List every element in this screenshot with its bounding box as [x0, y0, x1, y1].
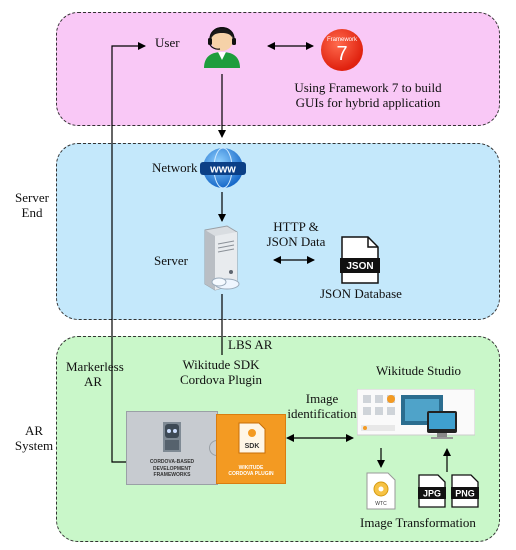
json-file-icon: JSON — [340, 236, 380, 284]
http-json-label: HTTP & JSON Data — [266, 219, 326, 249]
png-file-icon: PNG — [451, 474, 479, 508]
ar-system-label: AR System — [14, 423, 54, 453]
json-text: JSON — [346, 261, 373, 272]
wikitude-studio-label: Wikitude Studio — [376, 363, 462, 378]
cordova-frameworks-piece: CORDOVA-BASED DEVELOPMENT FRAMEWORKS — [126, 411, 218, 485]
jpg-file-icon: JPG — [418, 474, 446, 508]
markerless-ar-label: Markerless AR — [66, 359, 124, 389]
framework7-logo: Framework 7 — [321, 29, 363, 71]
cordova-text: CORDOVA-BASED DEVELOPMENT FRAMEWORKS — [149, 459, 195, 478]
wikitude-plugin-label: Wikitude SDK Cordova Plugin — [180, 357, 262, 387]
image-identification-label: Image identification — [287, 391, 357, 421]
server-end-label: Server End — [15, 190, 49, 220]
sdk-text: WIKITUDE CORDOVA PLUGIN — [228, 464, 274, 477]
framework7-word: Framework — [326, 37, 357, 43]
jpg-text: JPG — [423, 489, 441, 499]
image-transformation-label: Image Transformation — [360, 515, 476, 530]
server-label: Server — [154, 253, 188, 268]
framework-description: Using Framework 7 to build GUIs for hybr… — [294, 80, 442, 110]
wikitude-sdk-piece: SDK WIKITUDE CORDOVA PLUGIN — [216, 414, 286, 484]
www-text: www — [209, 164, 236, 176]
png-text: PNG — [455, 489, 475, 499]
www-globe-icon: www — [200, 145, 246, 191]
server-tower-icon — [197, 224, 245, 292]
sdk-badge-text: SDK — [245, 443, 260, 450]
user-label: User — [155, 35, 180, 50]
network-label: Network — [152, 160, 198, 175]
user-avatar-icon — [200, 24, 244, 68]
wtc-text: WTC — [375, 501, 387, 507]
wtc-file-icon: WTC — [366, 472, 396, 510]
json-database-label: JSON Database — [320, 286, 402, 301]
wikitude-studio-screen — [356, 388, 476, 444]
framework7-number: 7 — [336, 43, 348, 65]
lbs-ar-label: LBS AR — [228, 337, 273, 352]
